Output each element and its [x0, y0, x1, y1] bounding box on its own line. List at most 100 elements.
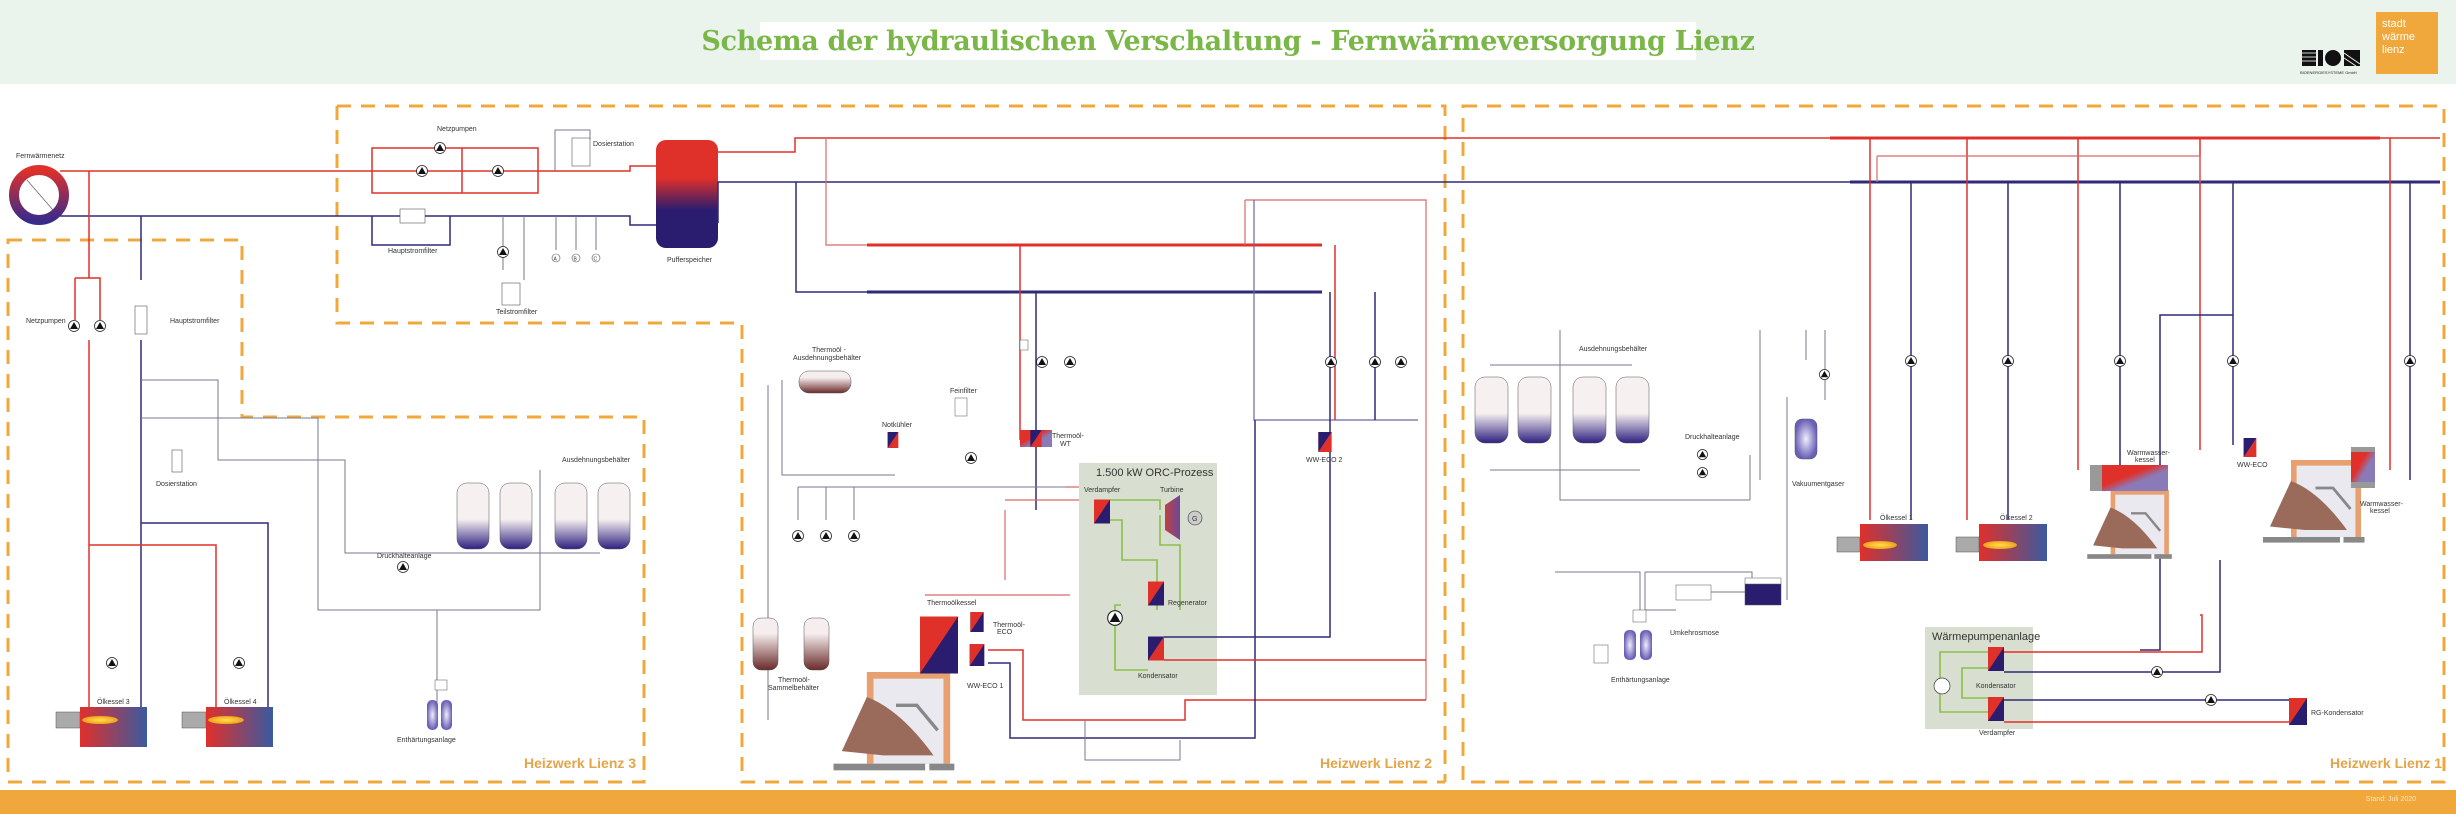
- ausdehnungsbehaelter-hw1: [1474, 376, 1650, 444]
- label-thermoel-wt-1: Thermoöl-: [1052, 433, 1085, 440]
- notkuehler: [887, 432, 899, 448]
- wassertank: [1744, 583, 1782, 606]
- pump-icon: [416, 165, 428, 177]
- label-hauptstromfilter-top: Hauptstromfilter: [388, 248, 438, 255]
- pump-icon: [1395, 356, 1407, 368]
- bios-logo: [2302, 50, 2361, 67]
- label-vakuumentgaser: Vakuumentgaser: [1792, 481, 1845, 488]
- stadtwaerme-logo: stadt wärme lienz: [2376, 12, 2438, 74]
- logo-line: stadt: [2382, 18, 2406, 30]
- section-label-hw1: Heizwerk Lienz 1: [2330, 755, 2442, 771]
- label-dosierstation-top: Dosierstation: [593, 141, 634, 148]
- pump-icon: [492, 165, 504, 177]
- pump-icon: [1036, 356, 1048, 368]
- wp-kondensator-hx: [1988, 647, 2004, 671]
- pump-icon: [2227, 355, 2239, 367]
- oelkessel-2: [1955, 524, 2047, 561]
- section-label-hw2: Heizwerk Lienz 2: [1320, 755, 1432, 771]
- marker-c: C: [591, 253, 601, 263]
- label-druckhalteanlage-hw1: Druckhalteanlage: [1685, 434, 1740, 441]
- pump-icon: [1064, 356, 1076, 368]
- pump-icon: [1369, 356, 1381, 368]
- ausdehnungsbehaelter-hw3: [456, 482, 631, 550]
- label-pufferspeicher: Pufferspeicher: [667, 257, 713, 264]
- thermoelkessel: [831, 612, 985, 772]
- svg-text:B: B: [574, 257, 578, 263]
- label-thermoel-eco-1: Thermoöl-: [993, 622, 1026, 629]
- label-umkehrosmose: Umkehrosmose: [1670, 630, 1719, 637]
- marker-b: B: [571, 253, 581, 263]
- label-sammelbehaelter-1: Thermoöl-: [778, 677, 811, 684]
- label-rg-kondensator: RG-Kondensator: [2311, 710, 2364, 717]
- wp-verdampfer-hx: [1988, 697, 2004, 721]
- kondensator-hx: [1148, 636, 1164, 661]
- pump-icon: [233, 657, 245, 669]
- label-thermoel-eco-2: ECO: [997, 629, 1013, 636]
- section-border-hw2: [335, 106, 1445, 784]
- label-thermoelkessel: Thermoölkessel: [927, 600, 977, 607]
- pump-icon: [2114, 355, 2126, 367]
- label-thermoel-wt-2: WT: [1060, 441, 1072, 448]
- label-notkuehler: Notkühler: [882, 422, 913, 429]
- ww-eco2: [1318, 432, 1332, 452]
- vakuumentgaser: [1794, 418, 1818, 460]
- label-ww-eco2: WW-ECO 2: [1306, 457, 1343, 464]
- regenerator-hx: [1148, 581, 1164, 606]
- label-ausdehnungsbehaelter-hw1: Ausdehnungsbehälter: [1579, 346, 1648, 353]
- pump-icon: [94, 320, 106, 332]
- label-warmwasserkessel-1a: Warmwasser-: [2127, 450, 2171, 457]
- fernwaermenetz-symbol: [9, 165, 69, 225]
- pump-icon: [1325, 356, 1337, 368]
- label-dosierstation-hw3: Dosierstation: [156, 481, 197, 488]
- orc-title: 1.500 kW ORC-Prozess: [1096, 467, 1214, 479]
- label-oelkessel1: Ölkessel 1: [1880, 514, 1913, 522]
- label-enthaertungsanlage-hw3: Enthärtungsanlage: [397, 737, 456, 744]
- label-ww-eco-hw1: WW-ECO: [2237, 462, 2268, 469]
- footer-band: Stand: Juli 2020: [0, 790, 2456, 814]
- umkehrosmose: [1675, 584, 1712, 601]
- label-druckhalteanlage-hw3: Druckhalteanlage: [377, 553, 432, 560]
- label-thermoel-ausdehnung-1: Thermoöl -: [812, 347, 847, 354]
- label-ww-eco1: WW-ECO 1: [967, 683, 1004, 690]
- pump-icon: [2002, 355, 2014, 367]
- section-label-hw3: Heizwerk Lienz 3: [524, 755, 636, 771]
- label-verdampfer-orc: Verdampfer: [1084, 487, 1121, 494]
- warmwasserkessel-1: [2085, 465, 2174, 560]
- pump-icon: [68, 320, 80, 332]
- pump-icon: [397, 561, 409, 573]
- label-feinfilter: Feinfilter: [950, 388, 978, 395]
- thermoel-sammelbehaelter: [752, 617, 830, 671]
- rg-kondensator-hx: [2289, 698, 2307, 725]
- pump-icon: [1697, 467, 1708, 478]
- svg-text:C: C: [594, 257, 598, 263]
- label-enthaertungsanlage-hw1: Enthärtungsanlage: [1611, 677, 1670, 684]
- page-title: Schema der hydraulischen Verschaltung - …: [701, 25, 1755, 57]
- hydraulic-schema: Fernwärmenetz Dosierstation Netzpumpen H…: [6, 104, 2446, 784]
- section-border-hw3: [6, 238, 646, 784]
- label-generator: G: [1192, 516, 1197, 523]
- label-warmwasserkessel-2b: kessel: [2370, 508, 2390, 515]
- label-hauptstromfilter-hw3: Hauptstromfilter: [170, 318, 220, 325]
- thermoel-ausdehnungsbehaelter: [798, 370, 852, 394]
- header-band: Schema der hydraulischen Verschaltung - …: [0, 0, 2456, 84]
- svg-text:A: A: [554, 257, 558, 263]
- label-netzpumpen-hw3: Netzpumpen: [26, 318, 66, 325]
- marker-a: A: [551, 253, 561, 263]
- logo-line: lienz: [2382, 44, 2405, 56]
- title-box: Schema der hydraulischen Verschaltung - …: [701, 22, 1755, 60]
- pump-icon: [792, 530, 804, 542]
- label-netzpumpen-top: Netzpumpen: [437, 126, 477, 133]
- pump-icon: [2404, 355, 2416, 367]
- pump-icon: [106, 657, 118, 669]
- label-oelkessel3: Ölkessel 3: [97, 698, 130, 706]
- pump-icon: [1697, 449, 1708, 460]
- bios-subtitle: BIOENERGIESYSTEME GmbH: [2300, 70, 2357, 75]
- label-thermoel-ausdehnung-2: Ausdehnungsbehälter: [793, 355, 862, 362]
- label-wp-verdampfer: Verdampfer: [1979, 730, 2016, 737]
- oelkessel-4: [181, 707, 273, 747]
- ww-eco-hw1: [2243, 438, 2257, 457]
- label-teilstromfilter: Teilstromfilter: [496, 309, 538, 316]
- section-border-network: [337, 104, 1447, 782]
- oelkessel-3: [55, 707, 147, 747]
- pump-icon: [1905, 355, 1917, 367]
